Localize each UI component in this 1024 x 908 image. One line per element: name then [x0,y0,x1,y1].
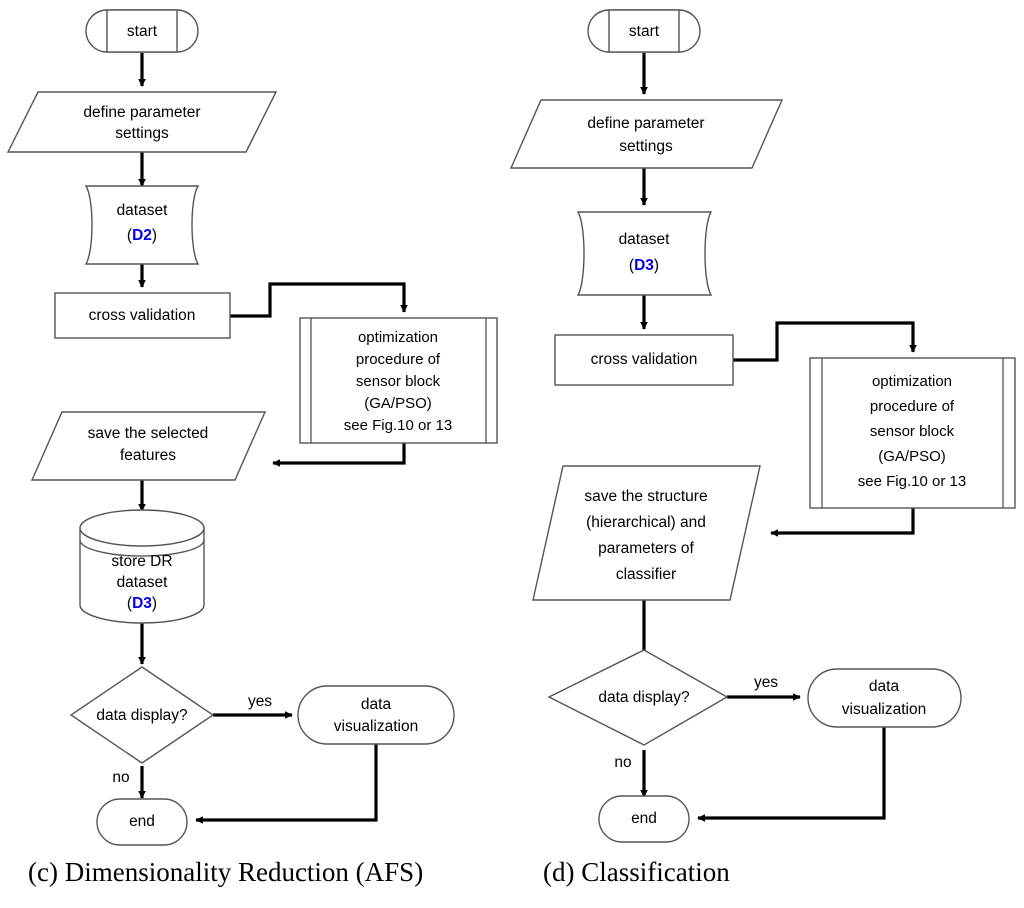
panel-c-node-start[interactable]: start [85,9,199,53]
panel-c-node-define-parameters[interactable]: define parameter settings [6,91,278,153]
panel-c-node-data-visualization[interactable]: data visualization [297,685,455,745]
panel-d-dataset-prefix: ( [629,257,635,274]
panel-c-define-line1: define parameter [83,104,200,121]
panel-d-define-line1: define parameter [587,115,704,132]
panel-c-node-save-features[interactable]: save the selected features [30,411,267,481]
panel-d-node-cross-validation[interactable]: cross validation [554,334,734,386]
panel-c-store-suffix: ) [152,595,157,612]
panel-c-edge-label-no: no [112,769,129,786]
edge-d-optimization-to-savestructure [770,508,915,537]
panel-d-visualization-line2: visualization [842,701,926,718]
panel-c-dataset-tag: D2 [132,227,152,244]
panel-c-optimization-line5: see Fig.10 or 13 [344,417,452,434]
panel-d-optimization-line4: (GA/PSO) [878,448,946,465]
panel-c-optimization-line4: (GA/PSO) [364,395,432,412]
panel-d-savestructure-line4: classifier [616,566,676,583]
panel-c-optimization-line1: optimization [358,329,438,346]
panel-c-savefeatures-line2: features [120,447,176,464]
panel-d-node-optimization[interactable]: optimization procedure of sensor block (… [809,357,1016,509]
panel-c-optimization-line2: procedure of [356,351,441,368]
panel-d-visualization-line1: data [869,678,900,695]
panel-c-caption: (c) Dimensionality Reduction (AFS) [28,857,424,887]
panel-c-node-optimization[interactable]: optimization procedure of sensor block (… [299,317,498,444]
panel-d-optimization-line3: sensor block [870,423,955,440]
panel-d-dataset-line1: dataset [619,231,671,248]
panel-c-dataset-line1: dataset [117,202,169,219]
panel-d-node-start[interactable]: start [587,9,701,53]
panel-c-node-dataset[interactable]: dataset (D2) [84,185,200,265]
panel-c-store-line2: dataset [117,574,169,591]
panel-c-visualization-line2: visualization [334,718,418,735]
panel-c-connectors [138,53,408,824]
panel-c-store-tagline: (D3) [127,595,157,612]
panel-c-define-line2: settings [115,125,169,142]
panel-d-crossval-label: cross validation [591,351,698,368]
panel-d-end-label: end [631,810,657,827]
panel-d-node-dataset[interactable]: dataset (D3) [576,211,713,296]
edge-crossval-to-optimization [230,282,408,318]
panel-d-dataset-tagline: (D3) [629,257,659,274]
panel-d-savestructure-line1: save the structure [584,488,707,505]
panel-d-optimization-line1: optimization [872,373,952,390]
panel-c-dataset-prefix: ( [127,227,133,244]
panel-c-store-tag: D3 [132,595,152,612]
panel-d-node-define-parameters[interactable]: define parameter settings [509,99,784,169]
panel-d-optimization-line5: see Fig.10 or 13 [858,473,966,490]
panel-d-node-data-visualization[interactable]: data visualization [807,668,962,728]
panel-d-connectors [640,53,917,822]
panel-c-savefeatures-line1: save the selected [88,425,209,442]
panel-c-end-label: end [129,813,155,830]
panel-c-node-cross-validation[interactable]: cross validation [54,292,231,339]
panel-c-start-label: start [127,23,158,40]
panel-d-optimization-line2: procedure of [870,398,955,415]
panel-d-caption: (d) Classification [543,857,730,887]
panel-d-edge-label-yes: yes [754,674,778,691]
panel-d-define-line2: settings [619,138,673,155]
panel-c-store-prefix: ( [127,595,133,612]
panel-d-node-end[interactable]: end [598,795,690,843]
panel-d-edge-label-no: no [614,754,631,771]
panel-c-crossval-label: cross validation [89,307,196,324]
panel-d-decision-label: data display? [598,689,690,706]
panel-c-store-line1: store DR [111,553,172,570]
panel-c-decision-label: data display? [96,707,188,724]
panel-d-node-decision[interactable]: data display? [547,649,729,746]
panel-d-dataset-suffix: ) [654,257,659,274]
panel-d-start-label: start [629,23,660,40]
edge-d-crossval-to-optimization [733,321,917,362]
edge-optimization-to-savefeatures [272,443,406,467]
panel-c-node-store-dataset[interactable]: store DR dataset (D3) [79,509,205,624]
panel-c-node-decision[interactable]: data display? [69,666,215,764]
edge-d-visualization-to-end [697,727,886,822]
panel-d-savestructure-line3: parameters of [598,540,694,557]
panel-d-node-save-structure[interactable]: save the structure (hierarchical) and pa… [532,465,761,601]
panel-d-dataset-tag: D3 [634,257,654,274]
panel-c-node-end[interactable]: end [96,798,188,846]
panel-c-optimization-line3: sensor block [356,373,441,390]
edge-visualization-to-end [195,744,378,824]
panel-c-dataset-tagline: (D2) [127,227,157,244]
panel-d-savestructure-line2: (hierarchical) and [586,514,706,531]
panel-c-dataset-suffix: ) [152,227,157,244]
panel-c-edge-label-yes: yes [248,693,272,710]
panel-c-visualization-line1: data [361,696,392,713]
